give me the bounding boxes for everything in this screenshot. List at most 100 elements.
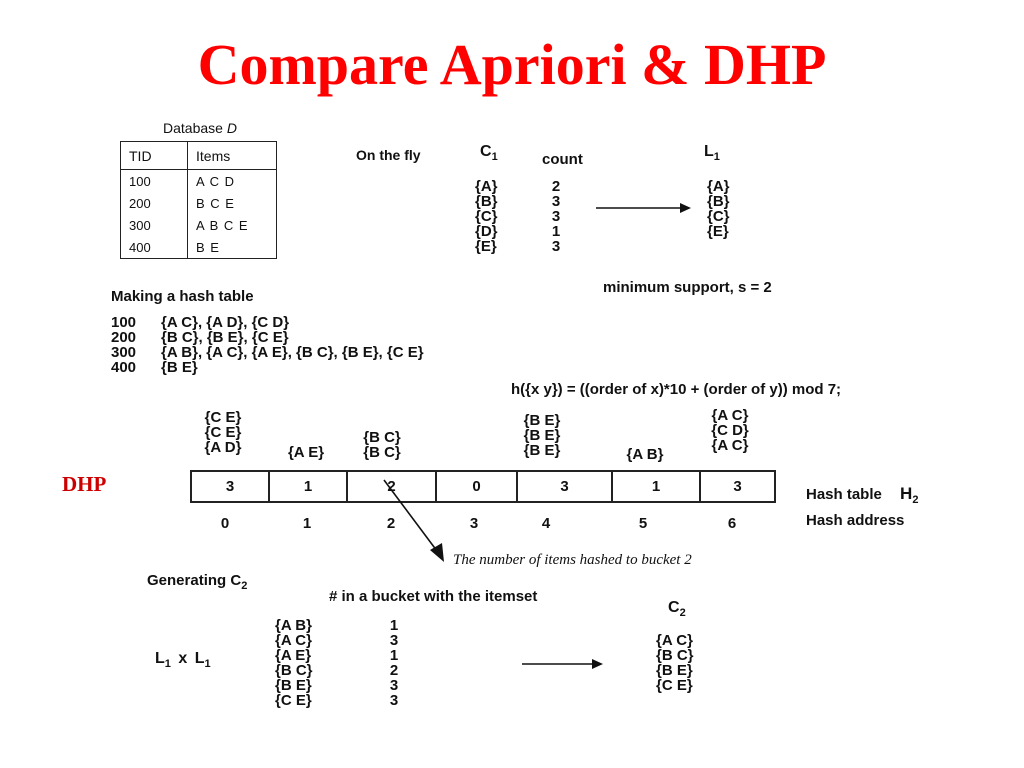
database-items: B C E xyxy=(187,192,277,214)
list-item: {D} xyxy=(475,223,498,240)
list-item: 3 xyxy=(551,193,561,210)
database-caption: Database D xyxy=(120,120,280,136)
list-item: {B} xyxy=(707,193,730,210)
making-hash-heading: Making a hash table xyxy=(111,288,254,305)
table-row: 400 B E xyxy=(120,236,277,259)
list-item: 1 xyxy=(389,617,399,634)
list-item: {B C} xyxy=(363,429,401,446)
making-hash-pairs: {A C}, {A D}, {C D} {B C}, {B E}, {C E} … xyxy=(161,315,424,375)
list-item: {B E} xyxy=(275,677,312,694)
list-item: {B E} xyxy=(523,427,561,444)
list-item: {A} xyxy=(707,178,730,195)
l1-cross-l1-label: L1 x L1 xyxy=(155,650,211,670)
list-item: {A C} xyxy=(711,407,749,424)
database-header-row: TID Items xyxy=(120,141,277,170)
hash-bucket-count: 0 xyxy=(437,472,518,501)
list-item: 3 xyxy=(551,238,561,255)
c2-itemsets: {A C} {B C} {B E} {C E} xyxy=(656,633,694,693)
list-item: {B C}, {B E}, {C E} xyxy=(161,329,289,346)
l1-label-sub: 1 xyxy=(713,151,720,164)
database-items: A B C E xyxy=(187,214,277,236)
list-item: {A C} xyxy=(275,632,312,649)
list-item: 3 xyxy=(389,677,399,694)
hash-address-label: Hash address xyxy=(806,512,905,529)
table-row: 200 B C E xyxy=(120,192,277,214)
list-item: {C E} xyxy=(656,677,693,694)
list-item: 400 xyxy=(111,359,137,376)
database-items: B E xyxy=(187,236,277,259)
l1-label-text: L xyxy=(704,143,714,160)
on-the-fly-label: On the fly xyxy=(356,147,421,163)
list-item: {C E} xyxy=(275,692,312,709)
hash-address: 1 xyxy=(302,515,312,532)
list-item: {B} xyxy=(475,193,498,210)
c1-itemsets: {A} {B} {C} {D} {E} xyxy=(475,179,498,254)
hash-table: 3 1 2 0 3 1 3 xyxy=(190,470,776,503)
generating-c2-text: Generating C xyxy=(147,572,242,589)
list-item: {B C} xyxy=(275,662,313,679)
bucket-4-items: {B E} {B E} {B E} xyxy=(512,413,572,458)
generating-c2-sub: 2 xyxy=(241,580,248,592)
hash-address: 6 xyxy=(727,515,737,532)
cross-symbol: x xyxy=(178,650,188,667)
hash-bucket-count: 3 xyxy=(192,472,270,501)
list-item: 300 xyxy=(111,344,137,361)
list-item: {E} xyxy=(475,238,497,255)
l1y-sub: 1 xyxy=(204,658,211,671)
list-item: 1 xyxy=(389,647,399,664)
l1y-text: L xyxy=(194,650,205,667)
list-item: {E} xyxy=(707,223,729,240)
list-item: {A C}, {A D}, {C D} xyxy=(161,314,290,331)
c2-label: C2 xyxy=(668,599,686,619)
list-item: {A B} xyxy=(626,446,664,463)
hash-address: 4 xyxy=(541,515,551,532)
l1x-sub: 1 xyxy=(164,658,171,671)
hash-bucket-count: 3 xyxy=(733,478,742,495)
list-item: {C D} xyxy=(711,422,749,439)
database-tid: 100 xyxy=(120,169,188,192)
page-title: Compare Apriori & DHP xyxy=(197,32,827,97)
c2-label-sub: 2 xyxy=(679,607,686,620)
min-support-label: minimum support, s = 2 xyxy=(603,279,772,296)
list-item: {A D} xyxy=(204,439,242,456)
database-tid: 200 xyxy=(120,192,188,214)
list-item: {B E} xyxy=(523,442,561,459)
bucket-count-header: # in a bucket with the itemset xyxy=(329,588,538,605)
bucket-note: The number of items hashed to bucket 2 xyxy=(453,552,692,568)
list-item: {A E} xyxy=(275,647,312,664)
c1-label-text: C xyxy=(480,143,492,160)
list-item: {C} xyxy=(475,208,498,225)
list-item: {B E} xyxy=(161,359,198,376)
database-items: A C D xyxy=(187,169,277,192)
hash-address: 2 xyxy=(386,515,396,532)
hash-bucket-count: 1 xyxy=(270,472,348,501)
list-item: {A C} xyxy=(711,437,749,454)
list-item: {A E} xyxy=(287,444,325,461)
list-item: {A C} xyxy=(656,632,693,649)
bucket-6-items: {A C} {C D} {A C} xyxy=(700,408,760,453)
database-caption-var: D xyxy=(226,120,237,136)
hash-address: 3 xyxy=(469,515,479,532)
list-item: 3 xyxy=(551,208,561,225)
list-item: {B C} xyxy=(363,444,401,461)
database-caption-text: Database xyxy=(163,120,223,136)
dhp-side-label: DHP xyxy=(62,472,107,496)
list-item: 3 xyxy=(389,692,399,709)
list-item: {C E} xyxy=(204,409,242,426)
hash-bucket-count: 3 xyxy=(518,472,613,501)
l1x-text: L xyxy=(155,650,165,667)
l1-itemsets: {A} {B} {C} {E} xyxy=(707,179,730,239)
hash-address: 0 xyxy=(220,515,230,532)
table-row: 100 A C D xyxy=(120,169,277,192)
database-header-items: Items xyxy=(187,141,277,170)
database-table: TID Items 100 A C D 200 B C E 300 A B C … xyxy=(120,141,277,259)
generating-c2-label: Generating C2 xyxy=(147,572,247,592)
c1-count-header: count xyxy=(542,151,583,168)
bucket-5-items: {A B} xyxy=(615,447,675,462)
list-item: {A B} xyxy=(275,617,312,634)
list-item: {A B}, {A C}, {A E}, {B C}, {B E}, {C E} xyxy=(161,344,424,361)
c1-counts: 2 3 3 1 3 xyxy=(546,179,566,254)
database-header-tid: TID xyxy=(120,141,188,170)
candidates-to-c2-arrow-icon xyxy=(522,659,603,669)
list-item: {A} xyxy=(475,178,498,195)
